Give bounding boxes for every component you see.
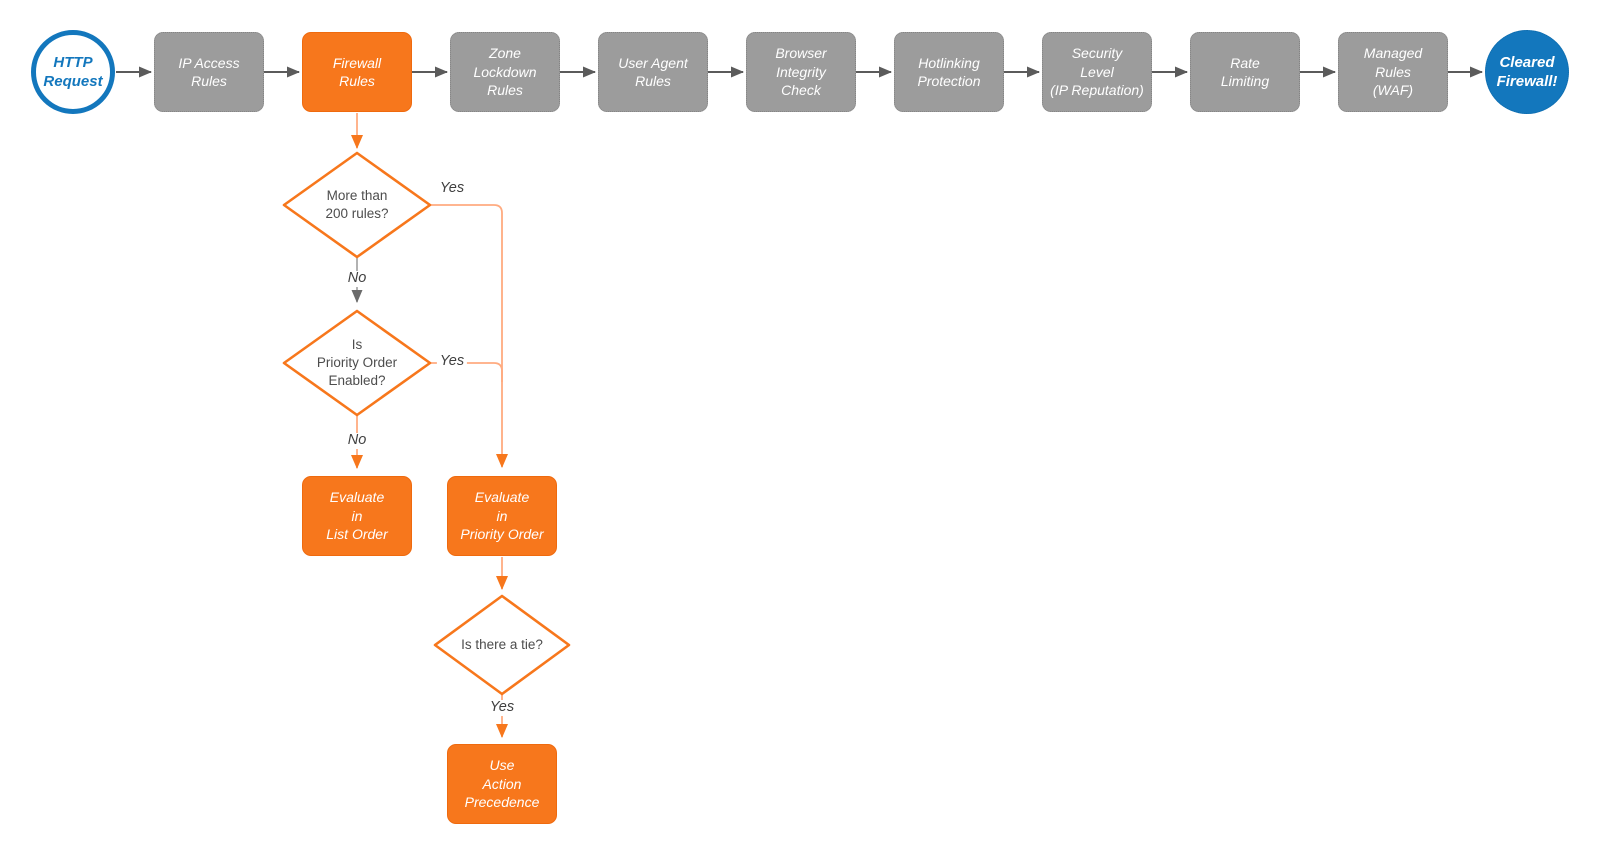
outcome-node-evaluate-priority-order: Evaluate in Priority Order [447,476,557,556]
edge-label-decision2-yes: Yes [436,353,468,370]
edge-label-decision1-no: No [344,270,370,287]
decision-is-there-a-tie-label: Is there a tie? [461,637,543,653]
pipeline-node-hotlinking-protection: Hotlinking Protection [894,32,1004,112]
pipeline-node-rate-limiting: Rate Limiting [1190,32,1300,112]
pipeline-node-browser-integrity-check: Browser Integrity Check [746,32,856,112]
edge-label-decision2-no: No [344,432,370,449]
edge-label-decision1-yes: Yes [439,180,465,197]
connector-decision1-yes-to-priority-order [430,204,508,468]
decision-more-than-200-rules-label: More than 200 rules? [325,188,389,221]
pipeline-node-user-agent-rules: User Agent Rules [598,32,708,112]
pipeline-node-zone-lockdown-rules: Zone Lockdown Rules [450,32,560,112]
outcome-node-use-action-precedence: Use Action Precedence [447,744,557,824]
pipeline-node-managed-rules-waf: Managed Rules (WAF) [1338,32,1448,112]
pipeline-node-firewall-rules: Firewall Rules [302,32,412,112]
edge-label-decision3-yes: Yes [486,699,518,716]
start-node-http-request: HTTP Request [31,30,115,114]
decision-is-there-a-tie-shape [433,594,571,696]
pipeline-node-ip-access-rules: IP Access Rules [154,32,264,112]
outcome-node-evaluate-list-order: Evaluate in List Order [302,476,412,556]
pipeline-node-security-level: Security Level (IP Reputation) [1042,32,1152,112]
decision-priority-order-enabled-shape [282,309,432,417]
decision-more-than-200-rules-shape [282,151,432,259]
end-node-cleared-firewall: Cleared Firewall! [1485,30,1569,114]
decision-priority-order-enabled-label: Is Priority Order Enabled? [316,337,398,388]
connector-decision2-yes-join [430,362,503,382]
